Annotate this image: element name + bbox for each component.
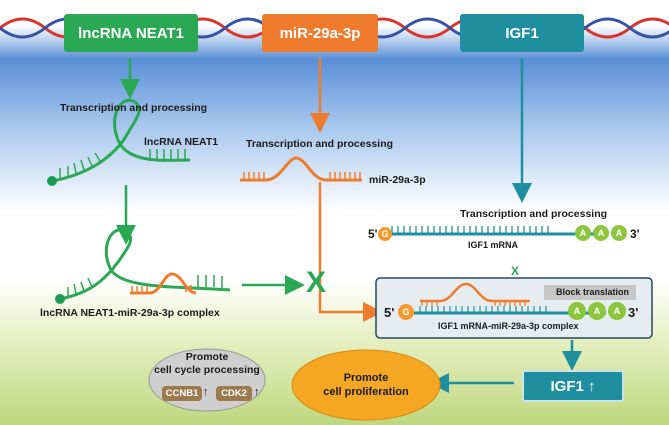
proliferation-ellipse	[291, 349, 441, 421]
g-cap-ball: G	[378, 227, 392, 241]
cycle-line1: Promote	[185, 351, 229, 363]
prolif-line1: Promote	[343, 372, 389, 384]
three-prime-label: 3'	[630, 227, 640, 241]
igf1-label: IGF1	[505, 24, 539, 42]
neat1-box: lncRNA NEAT1	[64, 14, 198, 52]
polya-ball-b2: A	[588, 302, 606, 320]
tp-mid-label: Transcription and processing	[246, 138, 394, 150]
polya-ball-1: A	[575, 225, 591, 241]
igf1-up-box: IGF1 ↑	[522, 370, 624, 402]
polya-ball-b3: A	[608, 302, 626, 320]
neat1-strand-label: lncRNA NEAT1	[144, 136, 219, 148]
ccnb1-tag: CCNB1	[162, 386, 202, 401]
ccnb1-up-arrow: ↑	[203, 386, 209, 398]
five-prime-label: 5'	[368, 227, 378, 241]
complex-right-label: IGF1 mRNA-miR-29a-3p complex	[438, 321, 579, 331]
complex-left-label: lncRNA NEAT1-miR-29a-3p complex	[40, 307, 220, 319]
neat1-mir-complex	[55, 228, 231, 304]
tp-right-label: Transcription and processing	[460, 208, 608, 220]
mir-box: miR-29a-3p	[262, 14, 378, 52]
tp-left-label: Transcription and processing	[60, 102, 208, 114]
igf1-mir-complex	[375, 277, 653, 339]
polya-ball-2: A	[593, 225, 609, 241]
igf1-box: IGF1	[460, 14, 584, 52]
polya-ball-3: A	[611, 225, 627, 241]
igf1-mrna-label: IGF1 mRNA	[468, 240, 519, 250]
proliferation-text: Promote cell proliferation	[292, 371, 440, 399]
neat1-label: lncRNA NEAT1	[78, 24, 184, 42]
polya-ball-b1: A	[568, 302, 586, 320]
g-cap-ball-b: G	[398, 304, 414, 320]
cdk2-tag: CDK2	[216, 386, 252, 401]
arrow-mir-to-igf1	[318, 182, 383, 322]
block-x-mark: X	[306, 266, 327, 299]
five-prime-label-b: 5'	[384, 305, 395, 320]
flow-arrows	[116, 58, 582, 393]
mir-label: miR-29a-3p	[279, 24, 361, 42]
small-x-mark: X	[511, 264, 520, 278]
neat1-strand	[47, 98, 191, 186]
cycle-text: Promote cell cycle processing	[150, 351, 264, 377]
block-translation-label: Block translation	[556, 287, 630, 297]
cycle-line2: cell cycle processing	[154, 364, 260, 376]
cdk2-up-arrow: ↑	[254, 386, 260, 398]
prolif-line2: cell proliferation	[323, 386, 409, 398]
igf1-up-label: IGF1 ↑	[550, 377, 596, 395]
igf1-mrna-strand	[386, 226, 606, 236]
three-prime-label-b: 3'	[628, 305, 639, 320]
mir-strand-label: miR-29a-3p	[369, 174, 426, 186]
mir-strand	[240, 156, 362, 182]
